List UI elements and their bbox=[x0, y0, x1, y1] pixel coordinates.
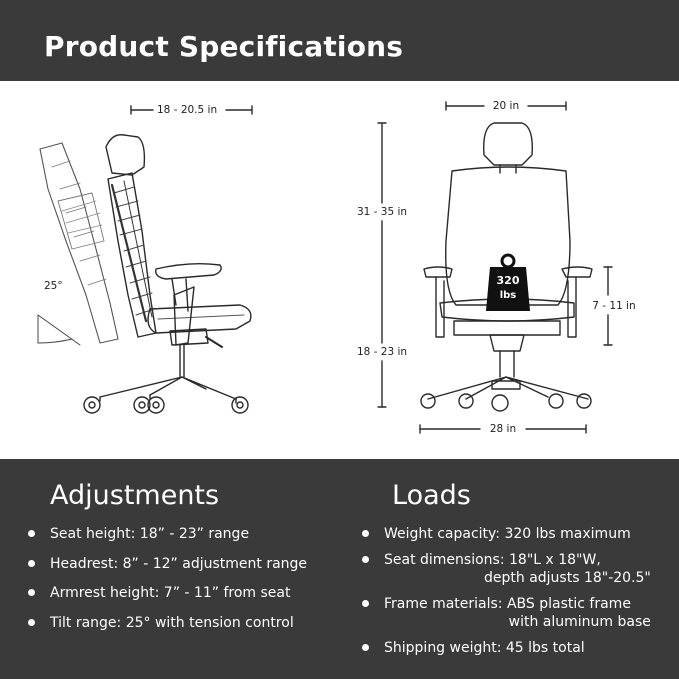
loads-title: Loads bbox=[392, 480, 471, 511]
bullet-icon bbox=[362, 644, 369, 651]
load-frame-materials: Frame materials: ABS plastic frame bbox=[384, 596, 631, 612]
seat-height-label: 18 - 23 in bbox=[357, 346, 407, 358]
adjustments-title: Adjustments bbox=[50, 480, 220, 511]
bullet-icon bbox=[28, 530, 35, 537]
weight-badge-value: 320 bbox=[497, 274, 520, 287]
specs-band: Adjustments Seat height: 18” - 23” range… bbox=[0, 459, 679, 679]
bullet-icon bbox=[28, 559, 35, 567]
list-item: Headrest: 8” - 12” adjustment range bbox=[28, 555, 307, 585]
adjustment-headrest: Headrest: 8” - 12” adjustment range bbox=[50, 555, 308, 572]
list-item: Seat dimensions: 18"L x 18"W, depth adjus… bbox=[362, 551, 651, 595]
list-item: Armrest height: 7” - 11” from seat bbox=[28, 584, 307, 614]
tilt-angle-label: 25° bbox=[44, 280, 63, 292]
back-height-label: 31 - 35 in bbox=[357, 206, 407, 218]
headrest-width-label: 20 in bbox=[493, 100, 519, 112]
list-item: Weight capacity: 320 lbs maximum bbox=[362, 525, 651, 551]
header-band: Product Specifications bbox=[0, 0, 679, 81]
load-seat-depth: depth adjusts 18"-20.5" bbox=[484, 570, 651, 586]
loads-list: Weight capacity: 320 lbs maximum Seat di… bbox=[362, 525, 651, 665]
front-view-chair bbox=[377, 101, 613, 434]
load-frame-base: with aluminum base bbox=[508, 614, 651, 630]
bullet-icon bbox=[362, 600, 369, 607]
bullet-icon bbox=[362, 556, 369, 563]
adjustments-list: Seat height: 18” - 23” range Headrest: 8… bbox=[28, 525, 307, 643]
side-view-chair bbox=[37, 105, 253, 414]
load-shipping-weight: Shipping weight: 45 lbs total bbox=[384, 640, 585, 656]
armrest-height-label: 7 - 11 in bbox=[592, 300, 635, 312]
adjustment-armrest: Armrest height: 7” - 11” from seat bbox=[50, 585, 291, 601]
page-title: Product Specifications bbox=[44, 30, 404, 63]
weight-badge-unit: lbs bbox=[500, 290, 517, 301]
chair-diagram-svg: 18 - 20.5 in 25° bbox=[37, 100, 636, 435]
bullet-icon bbox=[28, 618, 35, 626]
adjustment-seat-height: Seat height: 18” - 23” range bbox=[50, 526, 250, 542]
side-width-label: 18 - 20.5 in bbox=[157, 104, 217, 116]
bullet-icon bbox=[362, 530, 369, 537]
base-width-label: 28 in bbox=[490, 423, 516, 435]
adjustment-tilt: Tilt range: 25° with tension control bbox=[50, 614, 294, 631]
load-seat-dimensions: Seat dimensions: 18"L x 18"W, bbox=[384, 552, 601, 568]
load-weight-capacity: Weight capacity: 320 lbs maximum bbox=[384, 526, 631, 542]
bullet-icon bbox=[28, 589, 35, 596]
chair-diagram: 18 - 20.5 in 25° bbox=[0, 81, 679, 459]
list-item: Seat height: 18” - 23” range bbox=[28, 525, 307, 555]
weight-badge-icon: 320 lbs bbox=[486, 253, 530, 311]
list-item: Tilt range: 25° with tension control bbox=[28, 614, 307, 644]
list-item: Frame materials: ABS plastic frame with a… bbox=[362, 595, 651, 639]
list-item: Shipping weight: 45 lbs total bbox=[362, 639, 651, 665]
